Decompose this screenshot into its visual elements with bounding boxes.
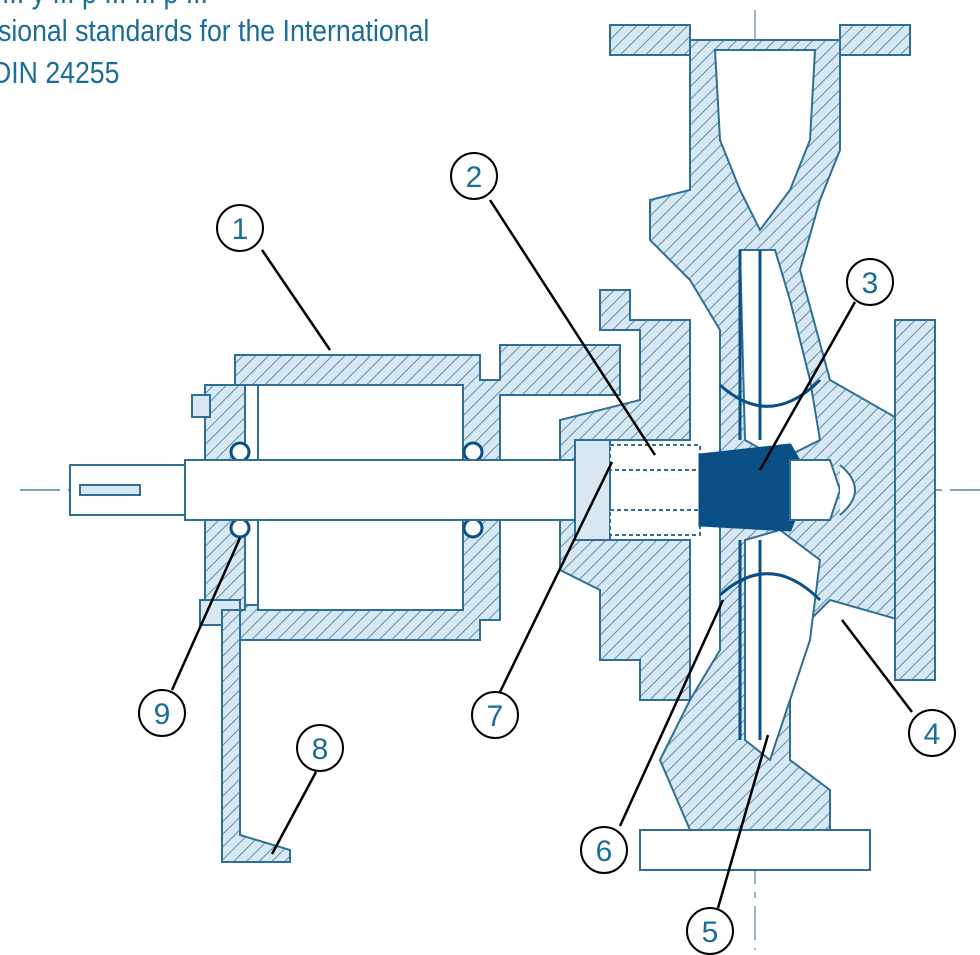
callout-9-label: 9 [154,698,171,731]
callout-1: 1 [216,204,264,252]
callout-7-label: 7 [487,700,504,733]
callout-9: 9 [138,689,186,737]
caption-line-2: sional standards for the International [0,13,430,48]
callout-2-label: 2 [466,161,483,194]
callout-8: 8 [296,724,344,772]
callout-8-label: 8 [312,733,329,766]
callout-7: 7 [471,691,519,739]
callout-6-label: 6 [596,835,613,868]
callout-4-label: 4 [924,718,941,751]
bearing-right [462,441,484,539]
leader-lines [170,199,913,909]
bearing-left [229,441,251,539]
callout-5: 5 [686,907,734,955]
callout-4: 4 [908,709,956,757]
casing-cover [559,289,701,701]
callout-2: 2 [450,152,498,200]
callout-3: 3 [846,258,894,306]
support-foot [221,609,291,863]
callout-5-label: 5 [702,916,719,949]
volute-casing [609,24,936,871]
callout-3-label: 3 [862,267,879,300]
caption-line-3: DIN 24255 [0,55,120,90]
impeller-nut [789,459,842,521]
nut-cap [839,464,856,516]
callout-1-label: 1 [232,213,249,246]
callout-6: 6 [580,826,628,874]
caption-line-1: ... y ... p ... ... p ... [2,0,208,12]
